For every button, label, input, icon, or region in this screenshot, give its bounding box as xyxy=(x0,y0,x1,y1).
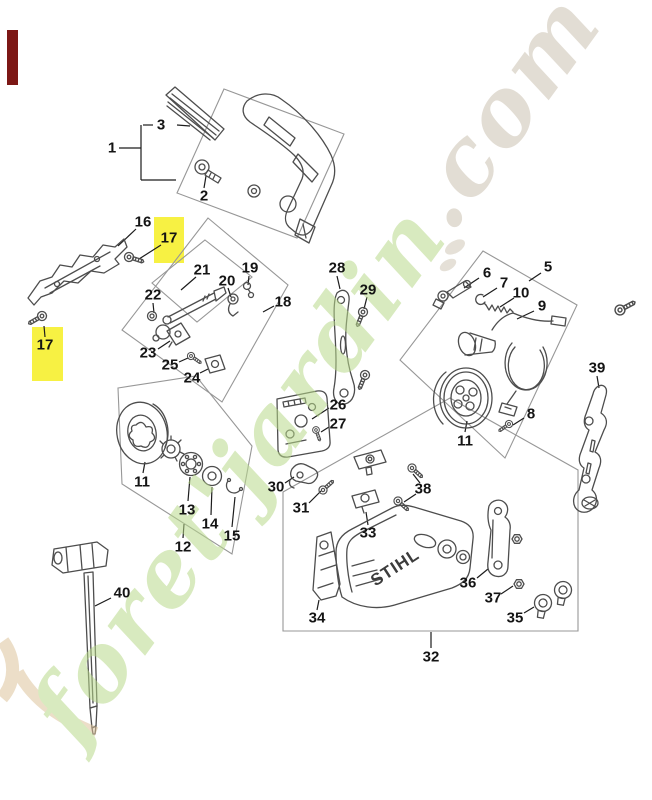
part-label-19: 19 xyxy=(241,259,259,277)
part-label-16: 16 xyxy=(134,213,152,231)
part-chain-guard-drawing xyxy=(27,238,128,306)
part-label-7: 7 xyxy=(499,274,509,292)
part-label-36: 36 xyxy=(459,574,477,592)
part-pivot-screw-drawing xyxy=(194,159,222,184)
part-label-37: 37 xyxy=(484,589,502,607)
part-edge-bolt-drawing xyxy=(612,296,639,318)
part-label-39: 39 xyxy=(588,359,606,377)
highlight-layer xyxy=(32,217,184,381)
part-drawings xyxy=(25,86,639,735)
part-brake-band-drawing xyxy=(457,312,567,417)
part-label-29: 29 xyxy=(359,281,377,299)
watermark: foret'jardin.com xyxy=(0,0,623,766)
part-label-17: 17 xyxy=(160,229,178,247)
part-label-18: 18 xyxy=(274,293,292,311)
watermark-flourish-bottom xyxy=(12,669,99,739)
part-label-9: 9 xyxy=(537,297,547,315)
part-label-33: 33 xyxy=(359,524,377,542)
box-assembly-32 xyxy=(282,397,579,632)
part-label-31: 31 xyxy=(292,499,310,517)
part-label-2: 2 xyxy=(199,187,209,205)
box-assembly-12 xyxy=(117,375,253,555)
part-guide-plate-drawing xyxy=(276,390,331,458)
part-collar-bolt-a-drawing xyxy=(531,592,554,620)
watermark-blob-a xyxy=(445,239,465,255)
part-label-15: 15 xyxy=(223,527,241,545)
part-label-30: 30 xyxy=(267,478,285,496)
watermark-secondary: .com xyxy=(381,0,623,248)
part-bumper-bar-drawing xyxy=(312,531,341,601)
part-handguard-drawing xyxy=(242,93,336,244)
part-label-3: 3 xyxy=(156,116,166,134)
part-label-32: 32 xyxy=(422,648,440,666)
part-clutch-drum-right-drawing xyxy=(432,367,493,429)
part-screw-38b-drawing xyxy=(391,494,412,514)
part-label-25: 25 xyxy=(161,356,179,374)
part-nut-37-drawing xyxy=(513,579,525,589)
part-collar-bolt-b-drawing xyxy=(551,579,574,607)
part-label-21: 21 xyxy=(193,261,211,279)
corner-marker xyxy=(7,30,18,85)
part-label-13: 13 xyxy=(178,501,196,519)
part-label-5: 5 xyxy=(543,258,553,276)
part-label-23: 23 xyxy=(139,344,157,362)
part-label-10: 10 xyxy=(512,284,530,302)
part-sprocket-cover-drawing xyxy=(335,504,474,609)
watermark-text: foret'jardin.com xyxy=(5,0,623,766)
part-label-17: 17 xyxy=(36,336,54,354)
part-label-11: 11 xyxy=(457,432,473,450)
part-label-27: 27 xyxy=(329,415,347,433)
stihl-logo-text: STIHL xyxy=(367,545,423,590)
part-screw-31-drawing xyxy=(316,477,337,497)
box-assembly-21 xyxy=(151,239,253,323)
part-label-22: 22 xyxy=(144,286,162,304)
part-screw-17b-drawing xyxy=(25,309,49,329)
part-tensioner-cluster-drawing xyxy=(146,281,255,374)
part-clutch-drum-left-drawing xyxy=(116,401,244,494)
part-label-11: 11 xyxy=(134,473,150,491)
part-label-28: 28 xyxy=(328,259,346,277)
part-brake-lever-drawing xyxy=(332,289,356,405)
part-screw-8-drawing xyxy=(496,418,515,435)
part-grip-strip-drawing xyxy=(165,86,225,141)
part-label-20: 20 xyxy=(218,272,236,290)
part-handle-bracket-drawing xyxy=(487,499,511,578)
part-clamp-drawing xyxy=(288,463,319,489)
part-label-26: 26 xyxy=(329,396,347,414)
box-assembly-18 xyxy=(121,217,289,403)
part-label-8: 8 xyxy=(526,405,536,423)
part-nut-upper-drawing xyxy=(511,534,523,544)
part-label-24: 24 xyxy=(183,369,201,387)
highlight-rect-17 xyxy=(32,327,63,381)
part-label-6: 6 xyxy=(482,264,492,282)
part-label-14: 14 xyxy=(201,515,219,533)
part-label-34: 34 xyxy=(308,609,326,627)
watermark-blob-b xyxy=(439,258,457,272)
part-screw-17a-drawing xyxy=(122,250,146,267)
part-small-plates-drawing xyxy=(351,449,387,514)
part-brake-arm-drawing xyxy=(572,384,608,513)
part-label-1: 1 xyxy=(107,139,117,157)
part-wrench-drawing xyxy=(51,541,109,735)
box-assembly-5 xyxy=(399,250,578,459)
part-pawl-lever-drawing xyxy=(432,279,514,314)
part-screw-25-drawing xyxy=(185,350,204,367)
part-label-12: 12 xyxy=(174,538,192,556)
part-label-40: 40 xyxy=(113,584,131,602)
part-label-35: 35 xyxy=(506,609,524,627)
watermark-flourish-left xyxy=(0,637,20,703)
part-label-38: 38 xyxy=(414,480,432,498)
